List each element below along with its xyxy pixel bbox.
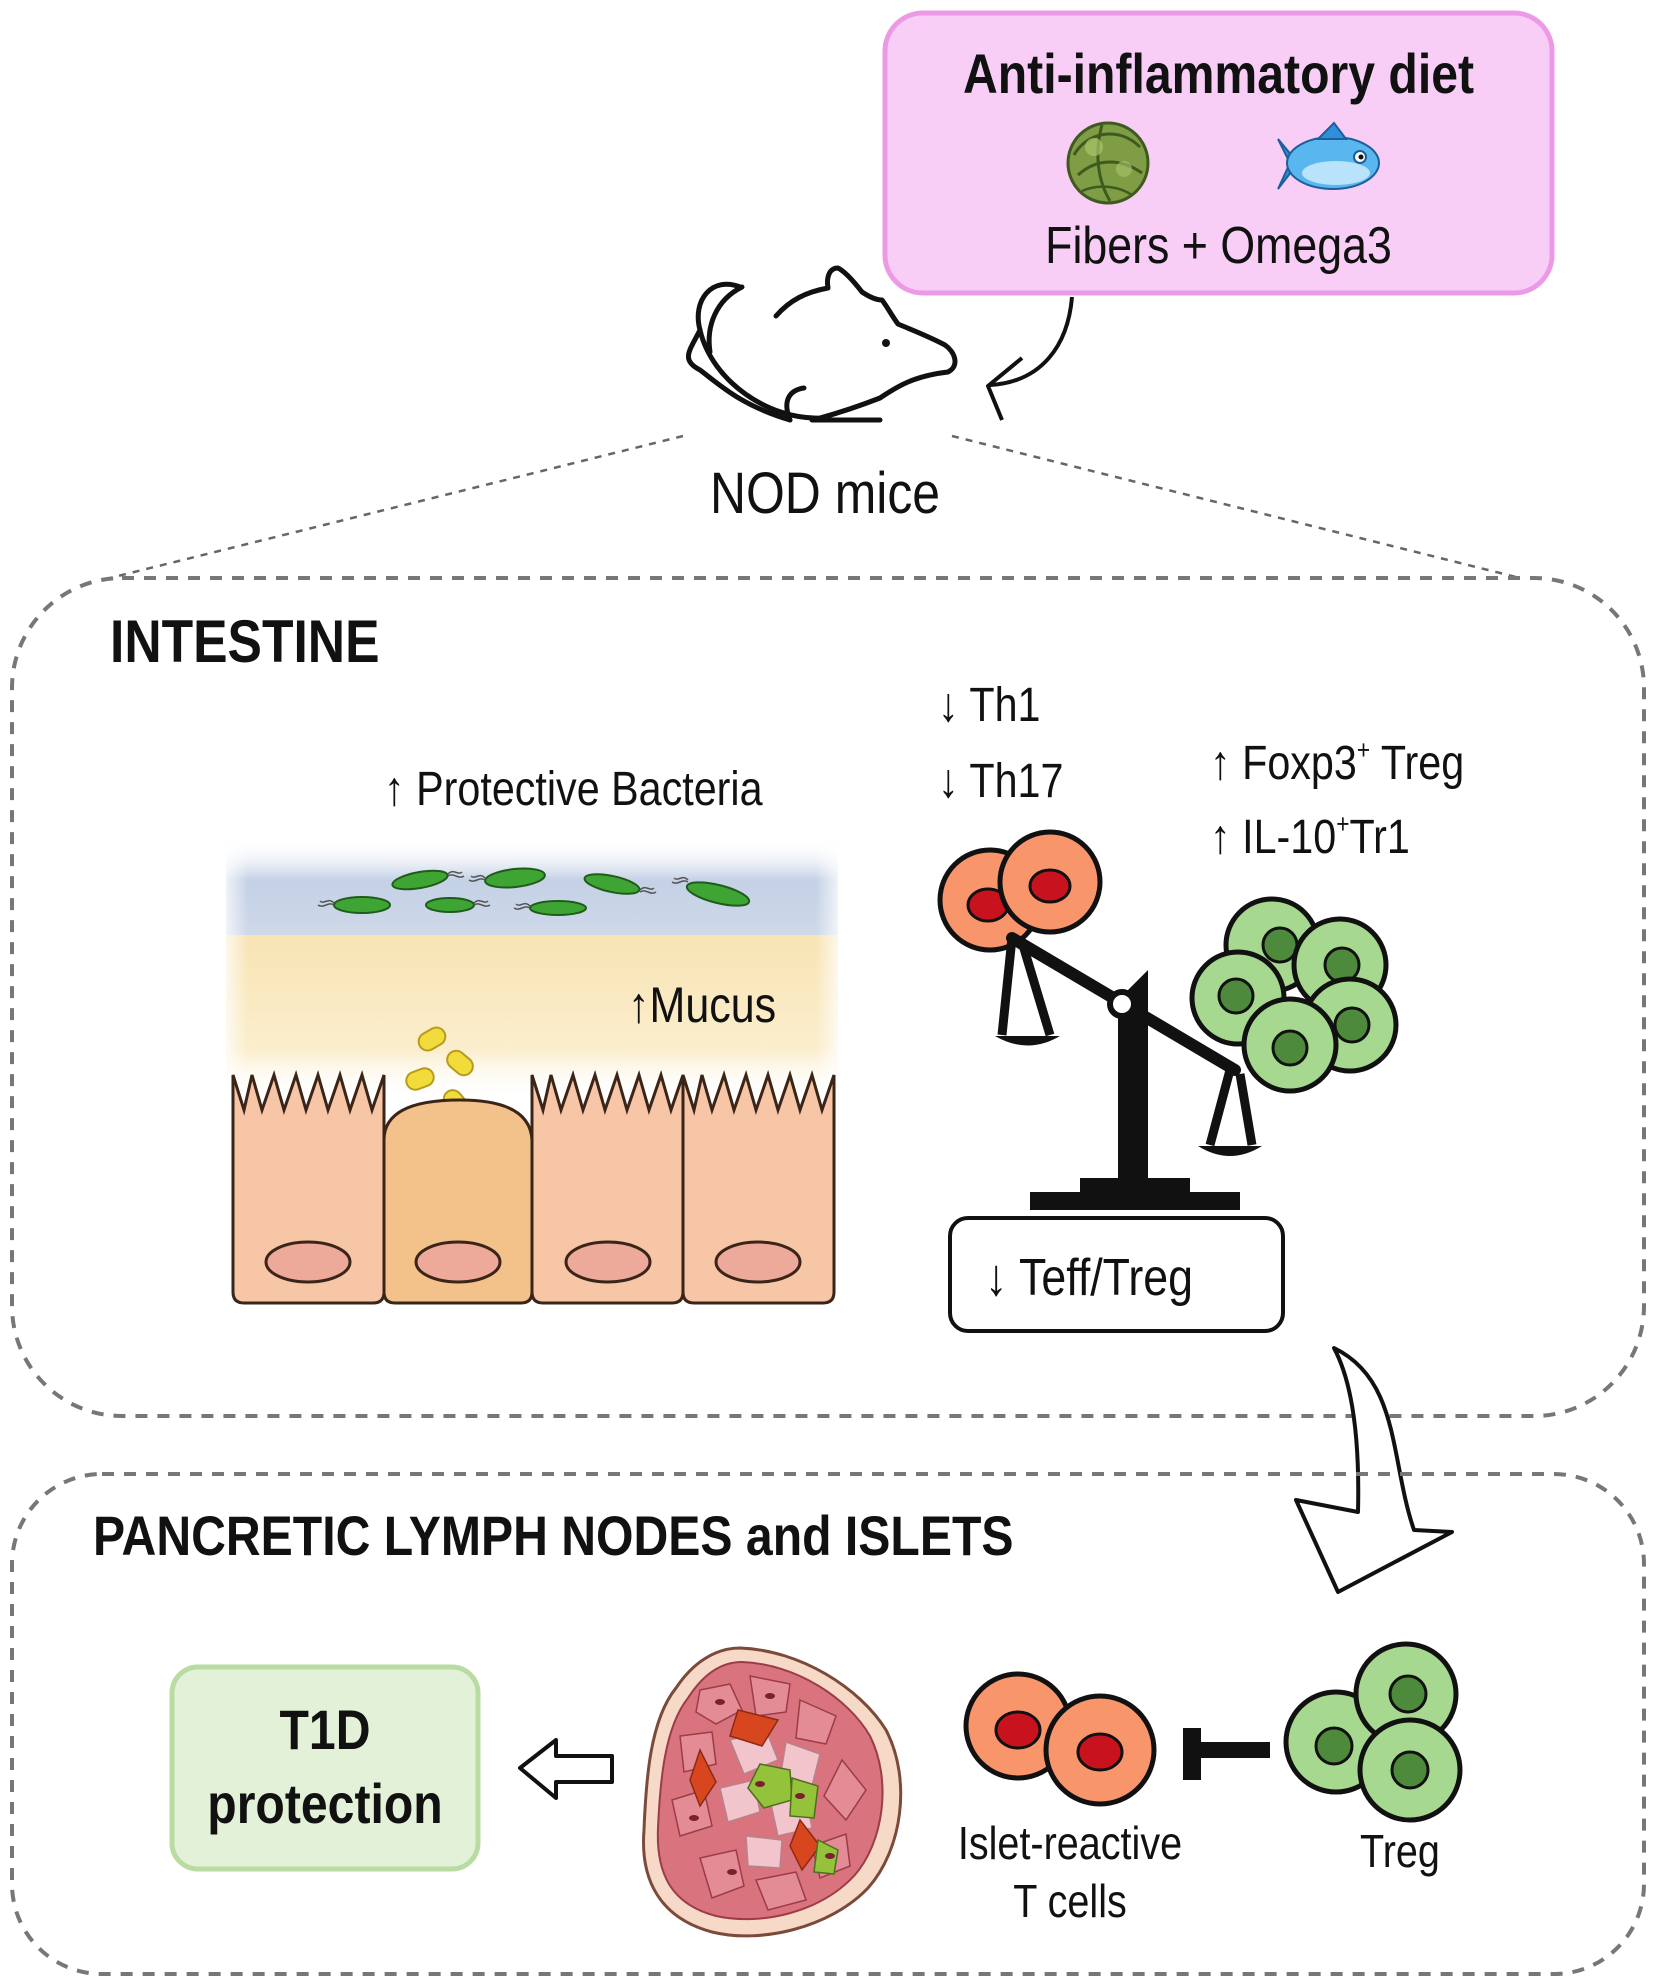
intestine-panel — [10, 576, 1646, 1418]
outcome-line-1: T1D — [279, 1698, 371, 1761]
enterocyte — [231, 1069, 386, 1305]
islet-to-outcome-arrow — [518, 1738, 614, 1800]
mouse-icon — [686, 265, 958, 423]
effector-cells-intestine — [937, 829, 1103, 953]
th17-label-row: ↓ Th17 — [938, 758, 1063, 806]
treg-cell — [1357, 1717, 1463, 1823]
enterocyte — [530, 1069, 685, 1305]
bacterium — [513, 900, 587, 916]
mucus-label: Mucus — [649, 977, 777, 1033]
mouse-label: NOD mice — [709, 461, 941, 526]
callout-line-left — [109, 434, 684, 580]
bacterium — [425, 897, 491, 913]
islet-cells-label-1: Islet-reactive — [957, 1817, 1183, 1869]
islet-illustration — [642, 1646, 903, 1938]
diet-box — [882, 10, 1555, 296]
diet-box-frame — [882, 10, 1555, 296]
up-arrow-icon: ↑ — [1210, 811, 1231, 864]
islet-reactive-t-cells — [963, 1671, 1157, 1807]
diet-title: Anti-inflammatory diet — [962, 42, 1475, 105]
callout-line-right — [951, 434, 1521, 580]
treg-cells-intestine — [1189, 896, 1399, 1094]
intestine-to-pancreas-arrow — [1294, 1346, 1454, 1594]
foxp3-label: Foxp3 — [1242, 737, 1357, 790]
bacterium — [671, 876, 751, 907]
cabbage-icon — [1066, 121, 1150, 205]
bacterium — [391, 869, 465, 891]
down-arrow-icon: ↓ — [938, 755, 959, 808]
intestine-title: INTESTINE — [110, 608, 380, 675]
treg-label: Treg — [1370, 737, 1465, 790]
mucus-layer — [226, 935, 838, 1100]
enterocyte — [681, 1069, 836, 1305]
diet-to-mouse-arrow — [989, 296, 1074, 387]
bacteria-label-row: ↑ Protective Bacteria — [384, 766, 763, 814]
diet-to-mouse-arrowhead — [986, 356, 1024, 421]
islet-cells-label-2: T cells — [1013, 1875, 1127, 1927]
tr1-label: Tr1 — [1349, 811, 1410, 864]
diet-subtitle: Fibers + Omega3 — [1045, 217, 1392, 275]
treg-cell — [1241, 996, 1339, 1094]
th1-label: Th1 — [969, 679, 1041, 732]
effector-cell — [997, 829, 1103, 935]
effector-cell — [1043, 1693, 1157, 1807]
bacteria-label: Protective Bacteria — [416, 763, 763, 816]
inhibition-icon — [1183, 1728, 1270, 1780]
up-arrow-icon: ↑ — [384, 763, 405, 816]
goblet-cell — [382, 1098, 534, 1305]
th1-label-row: ↓ Th1 — [938, 682, 1041, 730]
fish-icon — [1277, 121, 1380, 190]
ratio-label: Teff/Treg — [1018, 1249, 1193, 1307]
il10-tr1-label-row: ↑ IL-10+Tr1 — [1210, 811, 1410, 864]
th17-label: Th17 — [969, 755, 1064, 808]
ratio-label-row: ↓ Teff/Treg — [985, 1252, 1193, 1304]
up-arrow-icon: ↑ — [628, 977, 650, 1033]
mucus-label-row: ↑Mucus — [628, 980, 776, 1030]
treg-cells-pancreas — [1283, 1641, 1463, 1823]
bacterium — [583, 873, 657, 895]
ratio-box — [948, 1216, 1285, 1333]
down-arrow-icon: ↓ — [985, 1249, 1008, 1307]
bacterium — [468, 867, 546, 889]
bacterium — [317, 896, 391, 914]
balance-scale — [995, 932, 1262, 1210]
up-arrow-icon: ↑ — [1210, 737, 1231, 790]
il10-label: IL-10 — [1242, 811, 1337, 864]
foxp3-treg-label-row: ↑ Foxp3+ Treg — [1210, 737, 1465, 790]
pancreas-title: PANCRETIC LYMPH NODES and ISLETS — [93, 1504, 1014, 1567]
foxp3-plus: + — [1356, 735, 1371, 766]
outcome-box — [169, 1664, 481, 1872]
outcome-line-2: protection — [207, 1772, 443, 1835]
down-arrow-icon: ↓ — [938, 679, 959, 732]
treg-pancreas-label: Treg — [1360, 1825, 1440, 1877]
pancreas-panel — [10, 1472, 1646, 1976]
il10-plus: + — [1336, 809, 1350, 840]
bacteria-group — [317, 867, 751, 916]
epithelium — [231, 1069, 836, 1305]
